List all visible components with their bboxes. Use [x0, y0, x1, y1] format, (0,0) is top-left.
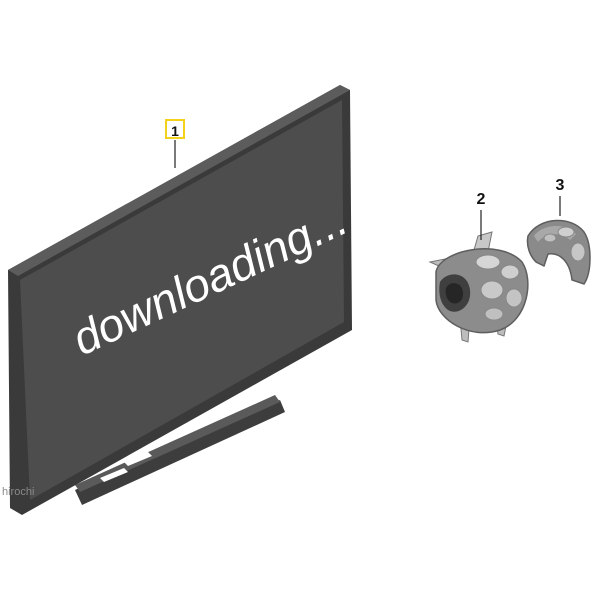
monitor-screen — [20, 100, 344, 500]
switch-housing-part — [428, 231, 529, 343]
watermark: hirochi — [2, 486, 35, 498]
switch-cover-part — [526, 219, 591, 285]
callout-label-1: 1 — [165, 119, 185, 139]
display-monitor: downloading... — [8, 85, 355, 515]
callout-label-3: 3 — [555, 177, 565, 194]
callout-label-2: 2 — [476, 191, 486, 208]
display-stand — [75, 395, 285, 505]
